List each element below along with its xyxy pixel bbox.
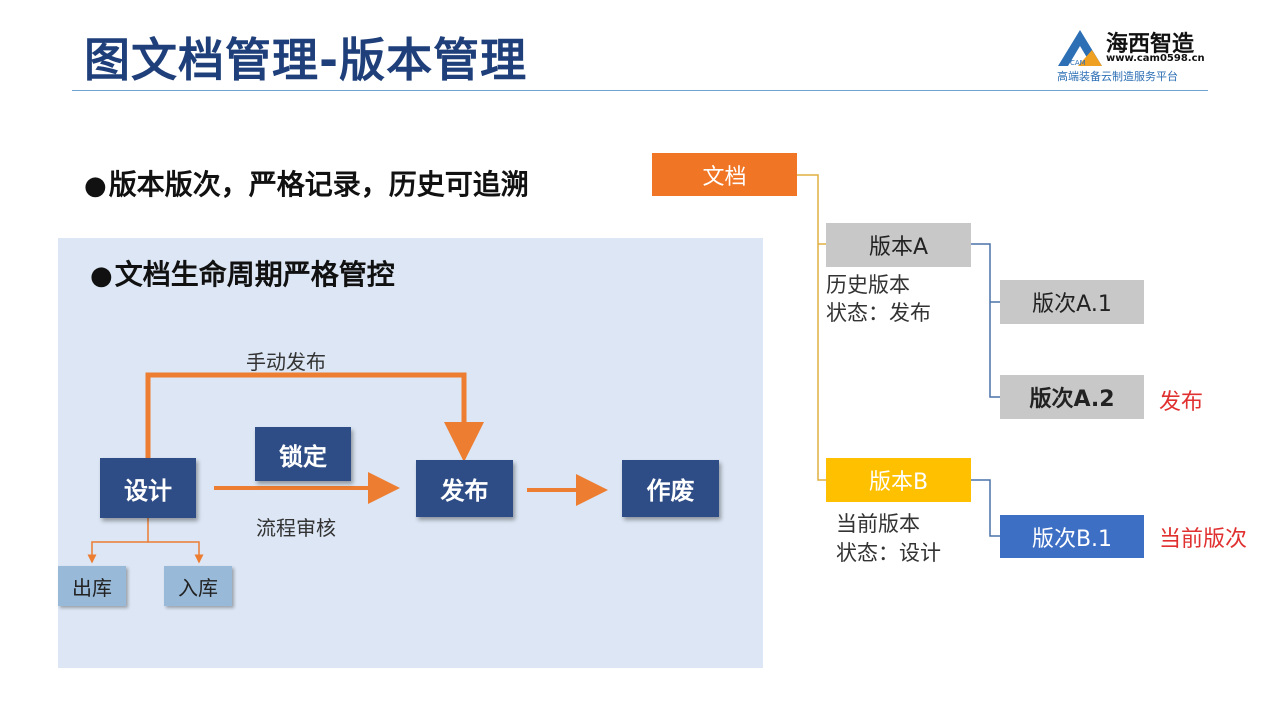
bullet-lifecycle-text: 文档生命周期严格管控 [114,258,395,291]
bullet-version-tracking: ●版本版次，严格记录，历史可追溯 [84,163,529,203]
lock-box: 锁定 [255,427,351,481]
checkout-box: 出库 [58,566,126,606]
checkout-branch [87,518,149,564]
manual-release-arrow [145,372,484,462]
logo-url: www.cam0598.cn [1106,53,1205,64]
logo-mark-text: CAM [1070,59,1086,67]
version-b-note-current: 当前版本 [836,512,920,536]
revision-a2-tag: 发布 [1159,390,1204,415]
obsolete-box: 作废 [622,460,719,517]
version-a-note-history: 历史版本 [826,273,910,297]
design-box: 设计 [100,458,196,518]
logo-slogan: 高端装备云制造服务平台 [1057,70,1178,83]
bullet-version-tracking-text: 版本版次，严格记录，历史可追溯 [108,168,529,201]
logo-name: 海西智造 [1106,32,1195,57]
tree-branch-a-revisions [971,243,1000,398]
version-a-note-status: 状态：发布 [826,301,931,325]
logo-mark-icon: CAM [1058,30,1102,67]
revision-b1-tag: 当前版次 [1159,527,1248,552]
version-b-box: 版本B [826,458,971,502]
revision-a1-box: 版次A.1 [1000,280,1144,324]
page-title: 图文档管理-版本管理 [84,33,528,87]
manual-release-label: 手动发布 [246,350,326,374]
process-review-label: 流程审核 [256,516,336,540]
bullet-lifecycle: ●文档生命周期严格管控 [90,253,395,293]
checkin-box: 入库 [164,566,232,606]
revision-a2-box: 版次A.2 [1000,375,1144,419]
document-box: 文档 [652,153,797,196]
tree-trunk-line [797,174,826,481]
bullet-dot: ● [84,171,107,201]
bullet-dot: ● [90,261,113,291]
revision-b1-box: 版次B.1 [1000,515,1144,558]
title-divider [72,90,1208,91]
release-box: 发布 [416,460,513,517]
version-a-box: 版本A [826,223,971,267]
tree-branch-b1 [971,479,1000,537]
version-b-note-status: 状态：设计 [836,541,941,565]
checkin-branch [148,541,204,564]
